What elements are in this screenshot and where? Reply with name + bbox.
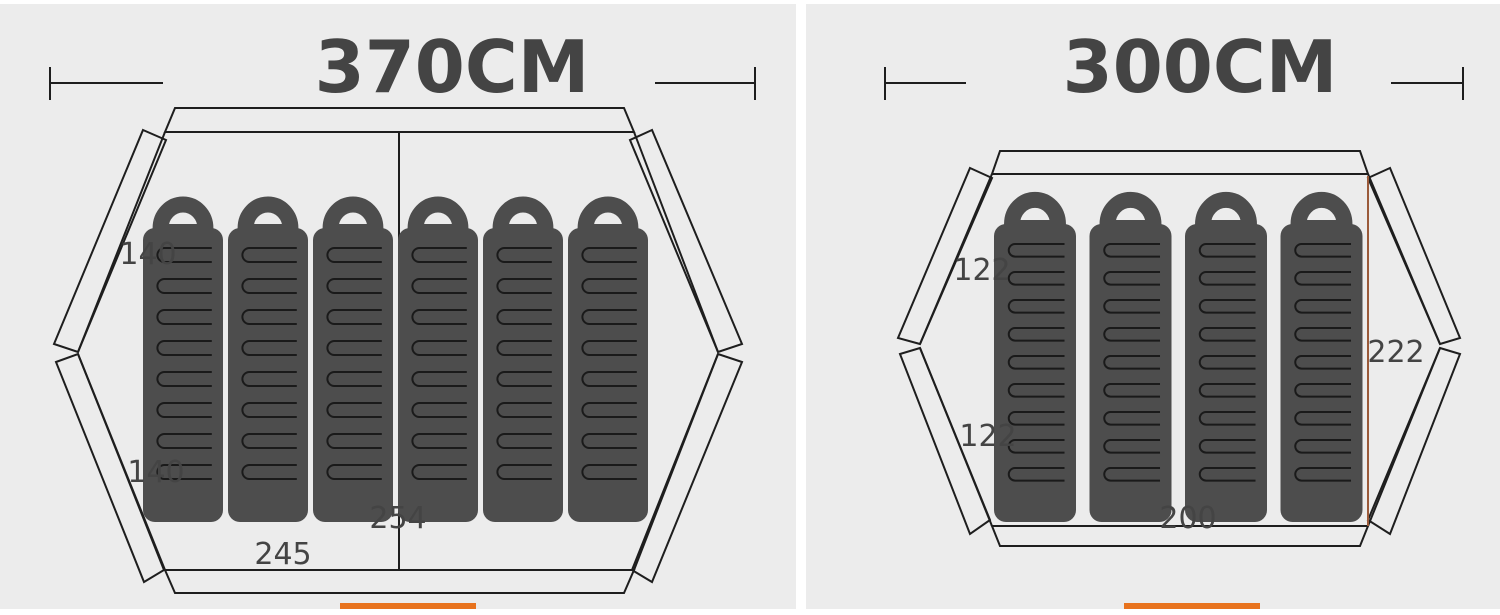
sleeping-bag-hood	[407, 196, 469, 240]
width-dimension-line	[49, 67, 756, 100]
sleeping-bag-body	[994, 224, 1076, 522]
door-marker	[1124, 603, 1260, 609]
tent-wall-upper-right	[1366, 166, 1462, 346]
sleeping-bag-body	[483, 228, 563, 522]
sleeping-bag	[994, 191, 1076, 522]
sleeping-bag-hood	[1004, 191, 1066, 236]
tent-width-label: 370CM	[315, 25, 590, 109]
dimension-label-bottom-width: 200	[1159, 501, 1216, 536]
dimension-label-side-top: 140	[119, 237, 176, 272]
sleeping-bag-quilting	[326, 247, 382, 480]
dimension-label-center-depth: 254	[369, 501, 426, 536]
sleeping-bag-quilting	[1294, 243, 1352, 482]
sleeping-bag-quilting	[156, 247, 212, 480]
sleeping-bag-group	[994, 191, 1363, 522]
tent-370-panel: 370CM 140 140 254 245	[0, 4, 796, 609]
sleeping-bag-body	[568, 228, 648, 522]
sleeping-bag-quilting	[1198, 243, 1256, 482]
tent-top-wall	[990, 150, 1370, 175]
sleeping-bag	[313, 196, 393, 522]
sleeping-bag-body	[313, 228, 393, 522]
sleeping-bag-group	[143, 196, 648, 522]
sleeping-bag-body	[1089, 224, 1172, 522]
sleeping-bag	[483, 196, 563, 522]
sleeping-bag-hood	[322, 196, 384, 240]
dimension-label-right-side: 222	[1367, 335, 1424, 370]
sleeping-bag-body	[228, 228, 308, 522]
sleeping-bag-hood	[1099, 191, 1162, 236]
tent-outline	[896, 150, 1462, 547]
tent-300-panel: 300CM 122 122 222 200	[806, 4, 1500, 609]
sleeping-bag-hood	[237, 196, 299, 240]
sleeping-bag	[568, 196, 648, 522]
tent-wall-lower-right	[1366, 346, 1462, 536]
tent-width-label: 300CM	[1063, 25, 1338, 109]
sleeping-bag-quilting	[496, 247, 552, 480]
sleeping-bag-body	[398, 228, 478, 522]
door-marker	[340, 603, 476, 609]
dimension-label-side-top: 122	[953, 253, 1010, 288]
sleeping-bag	[1280, 191, 1363, 522]
dimension-label-side-bottom: 122	[959, 419, 1016, 454]
sleeping-bag-hood	[1195, 191, 1257, 236]
sleeping-bag-hood	[152, 196, 214, 240]
sleeping-bag	[398, 196, 478, 522]
sleeping-bag-quilting	[241, 247, 297, 480]
sleeping-bag	[143, 196, 223, 522]
sleeping-bag	[1185, 191, 1267, 522]
sleeping-bag-quilting	[1103, 243, 1161, 482]
sleeping-bag-hood	[577, 196, 639, 240]
tent-bottom-wall	[990, 525, 1370, 547]
tent-wall-lower-right	[630, 352, 744, 584]
sleeping-bag-body	[1280, 224, 1363, 522]
sleeping-bag-body	[1185, 224, 1267, 522]
sleeping-bag-quilting	[1007, 243, 1065, 482]
sleeping-bag	[1089, 191, 1172, 522]
tent-bottom-wall	[163, 569, 636, 594]
tent-top-wall	[163, 107, 636, 133]
sleeping-bag-quilting	[581, 247, 637, 480]
tent-300-diagram: 300CM 122 122 222 200	[884, 25, 1464, 609]
dimension-label-side-bottom: 140	[127, 455, 184, 490]
dimension-label-bottom-width: 245	[254, 537, 311, 572]
sleeping-bag-hood	[1290, 191, 1353, 236]
sleeping-bag	[228, 196, 308, 522]
width-dimension-line	[884, 67, 1464, 100]
tent-outline	[52, 107, 744, 594]
tent-370-diagram: 370CM 140 140 254 245	[49, 25, 756, 609]
sleeping-bag-hood	[492, 196, 554, 240]
sleeping-bag-quilting	[411, 247, 467, 480]
